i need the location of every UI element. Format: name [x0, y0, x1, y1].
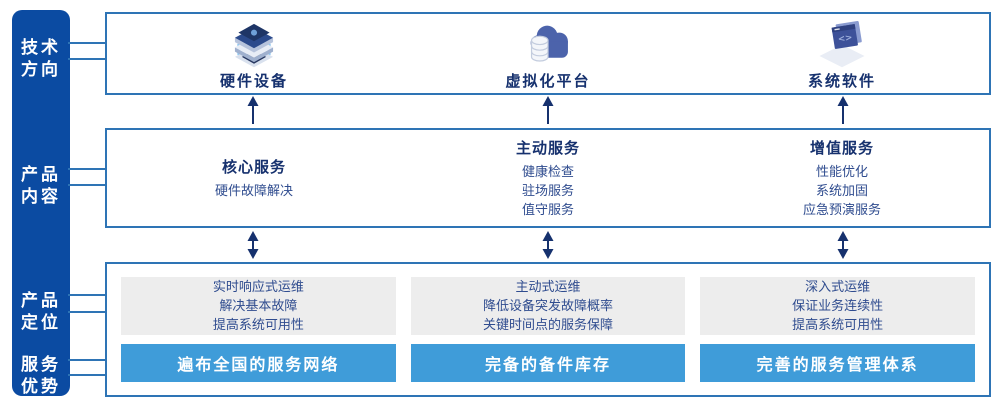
tech-item-hardware: 硬件设备: [107, 14, 401, 93]
connector-line: [68, 42, 106, 44]
sidebar-label-product-positioning: 产品 定位: [21, 291, 61, 334]
positioning-line: 保证业务连续性: [792, 298, 884, 314]
double-arrow-icon: [696, 231, 991, 259]
advantage-bar: 完备的备件库存: [410, 344, 686, 382]
service-item: 健康检查: [521, 164, 574, 180]
double-arrow-icon: [400, 231, 695, 259]
arrows-up-row: [105, 96, 991, 124]
connector-line: [68, 359, 106, 361]
connector-line: [68, 58, 106, 60]
connector-line: [68, 294, 106, 296]
arrows-double-row: [105, 231, 991, 259]
category-sidebar: 技术 方向 产品 内容 产品 定位 服务 优势: [12, 10, 70, 398]
service-group-core: 核心服务 硬件故障解决: [107, 130, 401, 226]
service-item: 性能优化: [815, 164, 868, 180]
service-item: 硬件故障解决: [214, 183, 293, 199]
up-arrow-icon: [105, 96, 400, 124]
connector-line: [68, 168, 106, 170]
tech-item-virtualization: 虚拟化平台: [401, 14, 695, 93]
cloud-database-icon: [530, 25, 568, 62]
connector-line: [68, 184, 106, 186]
positioning-column-3: 深入式运维 保证业务连续性 提高系统可用性 完善的服务管理体系: [700, 277, 976, 382]
double-arrow-icon: [105, 231, 400, 259]
advantage-bar: 完善的服务管理体系: [700, 344, 976, 382]
sidebar-label-service-advantage: 服务 优势: [21, 355, 61, 398]
product-content-box: 核心服务 硬件故障解决 主动服务 健康检查 驻场服务 值守服务 增值服务 性能优…: [105, 128, 991, 228]
tech-label-software: 系统软件: [807, 71, 876, 90]
service-group-title: 核心服务: [221, 157, 286, 176]
positioning-line: 提高系统可用性: [212, 317, 304, 333]
up-arrow-icon: [400, 96, 695, 124]
positioning-line: 关键时间点的服务保障: [483, 317, 614, 333]
tech-item-software: <> 系统软件: [695, 14, 989, 93]
positioning-line: 降低设备突发故障概率: [483, 298, 614, 314]
service-group-title: 主动服务: [515, 138, 580, 157]
tech-direction-box: 硬件设备 虚拟化平台: [105, 12, 991, 95]
service-group-title: 增值服务: [809, 138, 874, 157]
positioning-line: 提高系统可用性: [792, 317, 884, 333]
sidebar-label-tech-direction: 技术 方向: [21, 38, 61, 81]
service-group-value-added: 增值服务 性能优化 系统加固 应急预演服务: [695, 130, 989, 226]
positioning-panel: 主动式运维 降低设备突发故障概率 关键时间点的服务保障: [410, 277, 686, 335]
connector-line: [68, 374, 106, 376]
up-arrow-icon: [696, 96, 991, 124]
service-item: 系统加固: [815, 183, 868, 199]
tech-label-hardware: 硬件设备: [219, 71, 288, 90]
code-window-icon: <>: [819, 20, 865, 67]
positioning-advantage-box: 实时响应式运维 解决基本故障 提高系统可用性 遍布全国的服务网络 主动式运维 降…: [105, 262, 991, 397]
service-group-proactive: 主动服务 健康检查 驻场服务 值守服务: [401, 130, 695, 226]
positioning-line: 深入式运维: [805, 279, 871, 295]
positioning-panel: 深入式运维 保证业务连续性 提高系统可用性: [700, 277, 976, 335]
service-item: 应急预演服务: [802, 202, 881, 218]
positioning-column-2: 主动式运维 降低设备突发故障概率 关键时间点的服务保障 完备的备件库存: [410, 277, 686, 382]
positioning-line: 实时响应式运维: [212, 279, 304, 295]
positioning-panel: 实时响应式运维 解决基本故障 提高系统可用性: [121, 277, 396, 335]
server-stack-icon: [234, 23, 274, 67]
advantage-bar: 遍布全国的服务网络: [121, 344, 396, 382]
sidebar-label-product-content: 产品 内容: [21, 165, 61, 208]
svg-text:<>: <>: [837, 32, 853, 44]
service-item: 值守服务: [521, 202, 574, 218]
connector-line: [68, 311, 106, 313]
positioning-line: 解决基本故障: [219, 298, 298, 314]
positioning-line: 主动式运维: [515, 279, 581, 295]
positioning-column-1: 实时响应式运维 解决基本故障 提高系统可用性 遍布全国的服务网络: [121, 277, 396, 382]
service-item: 驻场服务: [521, 183, 574, 199]
tech-label-virtualization: 虚拟化平台: [505, 71, 591, 90]
